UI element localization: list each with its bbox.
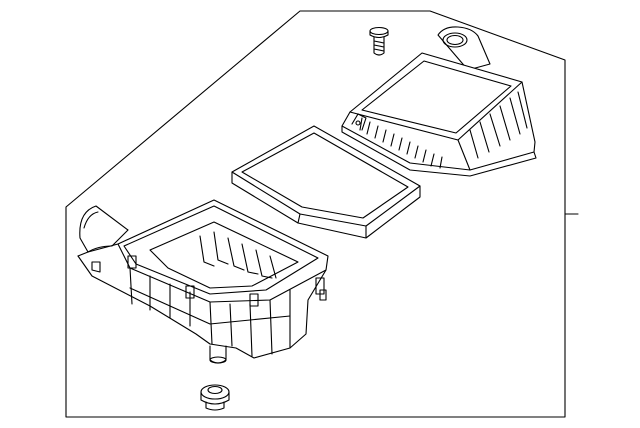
bolt-icon [370, 28, 388, 56]
air-box-icon [78, 200, 328, 363]
air-filter-icon [232, 126, 420, 238]
diagram-frame [66, 11, 578, 417]
grommet-icon [201, 385, 229, 410]
air-cleaner-cover-icon [342, 27, 536, 176]
